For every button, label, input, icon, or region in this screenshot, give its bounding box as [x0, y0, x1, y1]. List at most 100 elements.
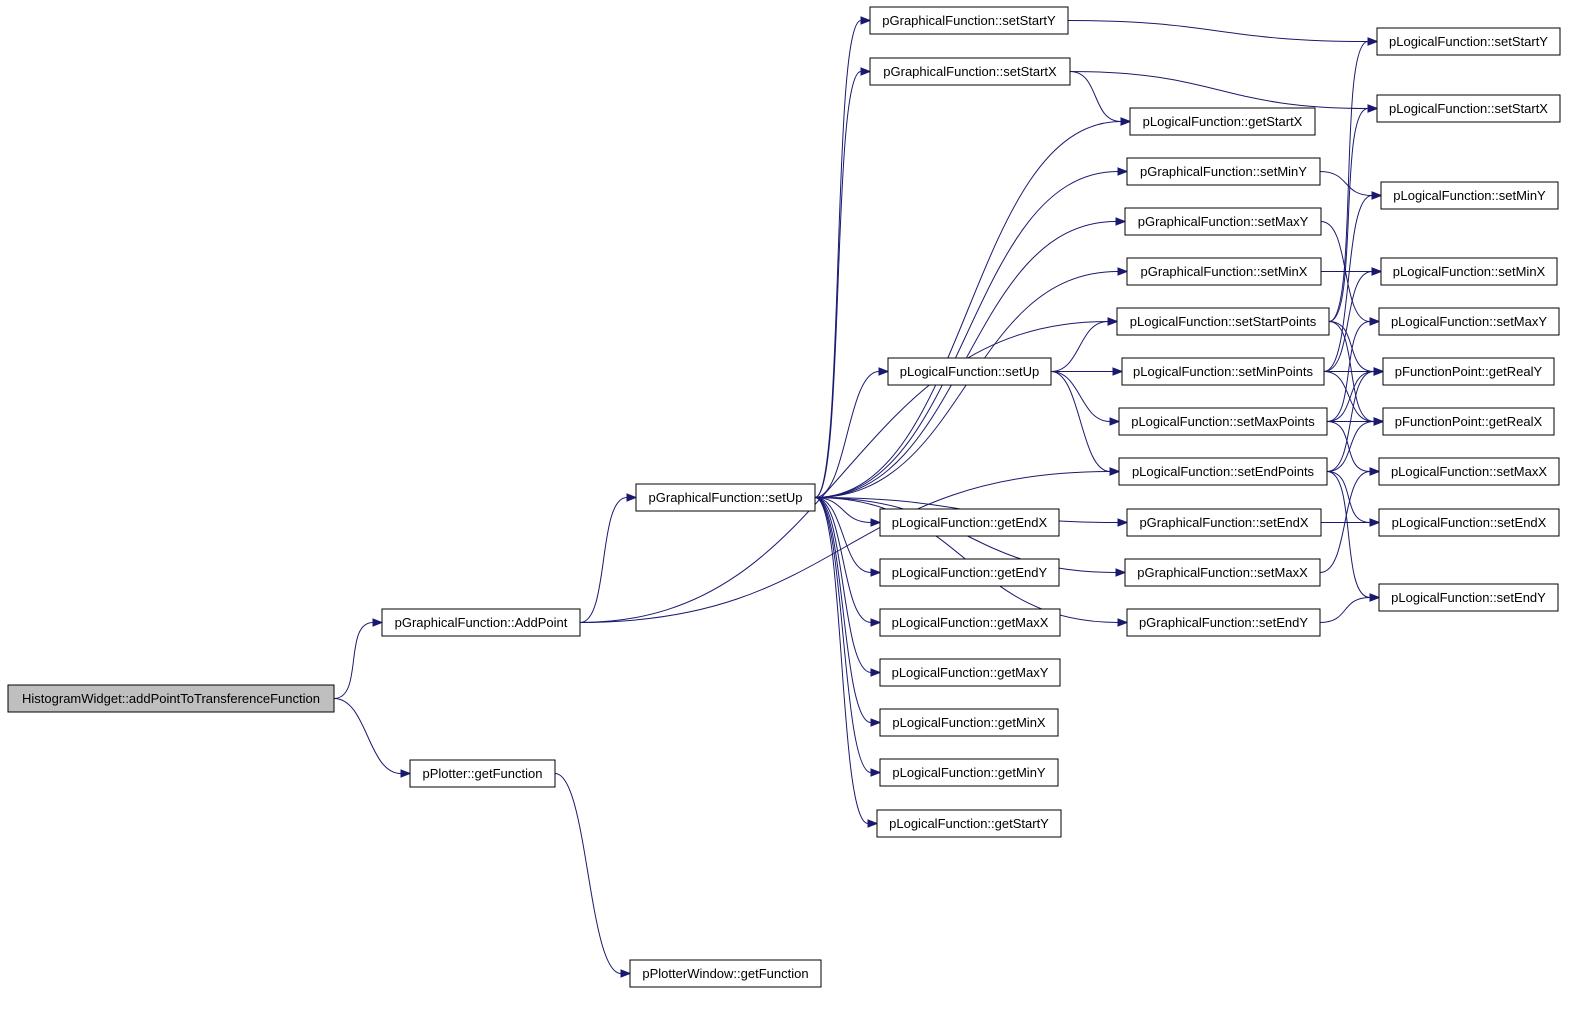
node-plogicalfunction-getmaxy[interactable]: pLogicalFunction::getMaxY	[879, 658, 1061, 687]
node-plogicalfunction-getstarty[interactable]: pLogicalFunction::getStartY	[876, 809, 1062, 838]
node-label: pFunctionPoint::getRealY	[1395, 364, 1543, 379]
edge-pGet-to-pwGet	[554, 773, 632, 978]
edge-lSSP-to-lSSX	[1328, 104, 1379, 322]
node-box	[1378, 508, 1560, 537]
edge-gUp-to-gMinY	[814, 167, 1129, 498]
function-nodes: HistogramWidget::addPointToTransferenceF…	[7, 6, 1561, 988]
node-label: pGraphicalFunction::setMinX	[1141, 264, 1308, 279]
node-box	[1126, 608, 1321, 637]
edge-lUp-to-lSSP	[1050, 317, 1119, 372]
node-pgraphicalfunction-setup[interactable]: pGraphicalFunction::setUp	[635, 483, 816, 512]
node-box	[879, 658, 1061, 687]
node-label: pLogicalFunction::setMinPoints	[1133, 364, 1313, 379]
node-label: pLogicalFunction::setEndPoints	[1132, 464, 1315, 479]
node-box	[1382, 357, 1555, 386]
node-label: pLogicalFunction::getMinX	[892, 715, 1046, 730]
node-box	[1380, 257, 1558, 286]
node-box	[879, 558, 1060, 587]
node-box	[876, 809, 1062, 838]
node-plogicalfunction-setminy[interactable]: pLogicalFunction::setMinY	[1380, 181, 1559, 210]
node-plogicalfunction-setstartpoints[interactable]: pLogicalFunction::setStartPoints	[1116, 307, 1330, 336]
node-box	[1382, 407, 1555, 436]
edge-lEndP-to-fpRX	[1326, 417, 1385, 472]
node-box	[1126, 257, 1322, 286]
node-pplotter-getfunction[interactable]: pPlotter::getFunction	[409, 759, 556, 788]
node-plogicalfunction-setendx[interactable]: pLogicalFunction::setEndX	[1378, 508, 1560, 537]
node-plogicalfunction-setmaxy[interactable]: pLogicalFunction::setMaxY	[1378, 307, 1560, 336]
node-pgraphicalfunction-setstarty[interactable]: pGraphicalFunction::setStartY	[869, 6, 1069, 35]
edge-lMaxP-to-fpRY	[1326, 367, 1385, 422]
node-label: pLogicalFunction::getEndX	[892, 515, 1048, 530]
node-label: pPlotter::getFunction	[423, 766, 543, 781]
node-pplotterwindow-getfunction[interactable]: pPlotterWindow::getFunction	[629, 959, 822, 988]
edge-root-to-gAdd	[333, 618, 384, 699]
node-plogicalfunction-getstartx[interactable]: pLogicalFunction::getStartX	[1129, 107, 1316, 136]
node-histogramwidget-addpointtotransferencefunction[interactable]: HistogramWidget::addPointToTransferenceF…	[7, 684, 335, 713]
node-box	[879, 508, 1060, 537]
node-pgraphicalfunction-addpoint[interactable]: pGraphicalFunction::AddPoint	[381, 608, 581, 637]
node-plogicalfunction-setstarty[interactable]: pLogicalFunction::setStartY	[1376, 27, 1561, 56]
node-plogicalfunction-setmaxpoints[interactable]: pLogicalFunction::setMaxPoints	[1118, 407, 1328, 436]
node-box	[1378, 457, 1560, 486]
node-plogicalfunction-setmaxx[interactable]: pLogicalFunction::setMaxX	[1378, 457, 1560, 486]
node-plogicalfunction-setminx[interactable]: pLogicalFunction::setMinX	[1380, 257, 1558, 286]
edge-lMaxP-to-lSMaxY	[1326, 317, 1381, 422]
node-box	[1116, 307, 1330, 336]
node-pfunctionpoint-getrealy[interactable]: pFunctionPoint::getRealY	[1382, 357, 1555, 386]
node-box	[1126, 157, 1321, 186]
node-box	[1121, 357, 1325, 386]
node-box	[1376, 27, 1561, 56]
node-plogicalfunction-getendy[interactable]: pLogicalFunction::getEndY	[879, 558, 1060, 587]
node-pgraphicalfunction-setmaxx[interactable]: pGraphicalFunction::setMaxX	[1124, 558, 1321, 587]
edge-gUp-to-lGMinY	[814, 497, 882, 777]
node-pfunctionpoint-getrealx[interactable]: pFunctionPoint::getRealX	[1382, 407, 1555, 436]
node-label: pGraphicalFunction::setMinY	[1140, 164, 1307, 179]
node-label: pGraphicalFunction::setEndX	[1139, 515, 1308, 530]
node-box	[879, 758, 1059, 787]
edge-lSSP-to-fpRY	[1328, 321, 1385, 376]
node-label: pLogicalFunction::setMaxX	[1391, 464, 1547, 479]
node-plogicalfunction-setendpoints[interactable]: pLogicalFunction::setEndPoints	[1118, 457, 1328, 486]
node-label: pGraphicalFunction::setMaxY	[1138, 214, 1309, 229]
node-pgraphicalfunction-setminy[interactable]: pGraphicalFunction::setMinY	[1126, 157, 1321, 186]
node-label: pLogicalFunction::setMinY	[1393, 188, 1546, 203]
node-label: pGraphicalFunction::setMaxX	[1137, 565, 1308, 580]
edge-gSSX-to-lGSX	[1069, 71, 1132, 126]
node-label: pLogicalFunction::getMaxX	[892, 615, 1049, 630]
node-pgraphicalfunction-setminx[interactable]: pGraphicalFunction::setMinX	[1126, 257, 1322, 286]
node-pgraphicalfunction-setendy[interactable]: pGraphicalFunction::setEndY	[1126, 608, 1321, 637]
edge-lUp-to-lMinP	[1051, 367, 1124, 376]
edge-gUp-to-lGMaxX	[814, 497, 882, 627]
node-box	[1376, 94, 1561, 123]
edge-gMaxX-to-lSMaxX	[1319, 467, 1381, 573]
node-label: pLogicalFunction::getStartX	[1143, 114, 1303, 129]
edge-gSSY-to-lSSY	[1067, 20, 1379, 46]
node-plogicalfunction-getmaxx[interactable]: pLogicalFunction::getMaxX	[879, 608, 1061, 637]
node-box	[381, 608, 581, 637]
node-pgraphicalfunction-setendx[interactable]: pGraphicalFunction::setEndX	[1126, 508, 1322, 537]
node-box	[869, 57, 1071, 86]
node-plogicalfunction-getminy[interactable]: pLogicalFunction::getMinY	[879, 758, 1059, 787]
node-label: pGraphicalFunction::setStartX	[883, 64, 1057, 79]
node-box	[1124, 558, 1321, 587]
node-plogicalfunction-setendy[interactable]: pLogicalFunction::setEndY	[1378, 583, 1559, 612]
node-plogicalfunction-setminpoints[interactable]: pLogicalFunction::setMinPoints	[1121, 357, 1325, 386]
node-box	[879, 708, 1059, 737]
node-plogicalfunction-setstartx[interactable]: pLogicalFunction::setStartX	[1376, 94, 1561, 123]
node-pgraphicalfunction-setstartx[interactable]: pGraphicalFunction::setStartX	[869, 57, 1071, 86]
node-box	[887, 357, 1052, 386]
node-label: pFunctionPoint::getRealX	[1395, 414, 1543, 429]
node-plogicalfunction-setup[interactable]: pLogicalFunction::setUp	[887, 357, 1052, 386]
node-label: pLogicalFunction::getStartY	[889, 816, 1049, 831]
node-label: pLogicalFunction::getMinY	[892, 765, 1046, 780]
edge-root-to-pGet	[333, 698, 412, 778]
node-pgraphicalfunction-setmaxy[interactable]: pGraphicalFunction::setMaxY	[1124, 207, 1322, 236]
node-label: pGraphicalFunction::setStartY	[882, 13, 1056, 28]
edge-gUp-to-lGEY	[814, 497, 882, 577]
node-plogicalfunction-getendx[interactable]: pLogicalFunction::getEndX	[879, 508, 1060, 537]
node-label: pLogicalFunction::setUp	[900, 364, 1039, 379]
node-box	[1129, 107, 1316, 136]
node-plogicalfunction-getminx[interactable]: pLogicalFunction::getMinX	[879, 708, 1059, 737]
node-label: pLogicalFunction::getMaxY	[892, 665, 1049, 680]
